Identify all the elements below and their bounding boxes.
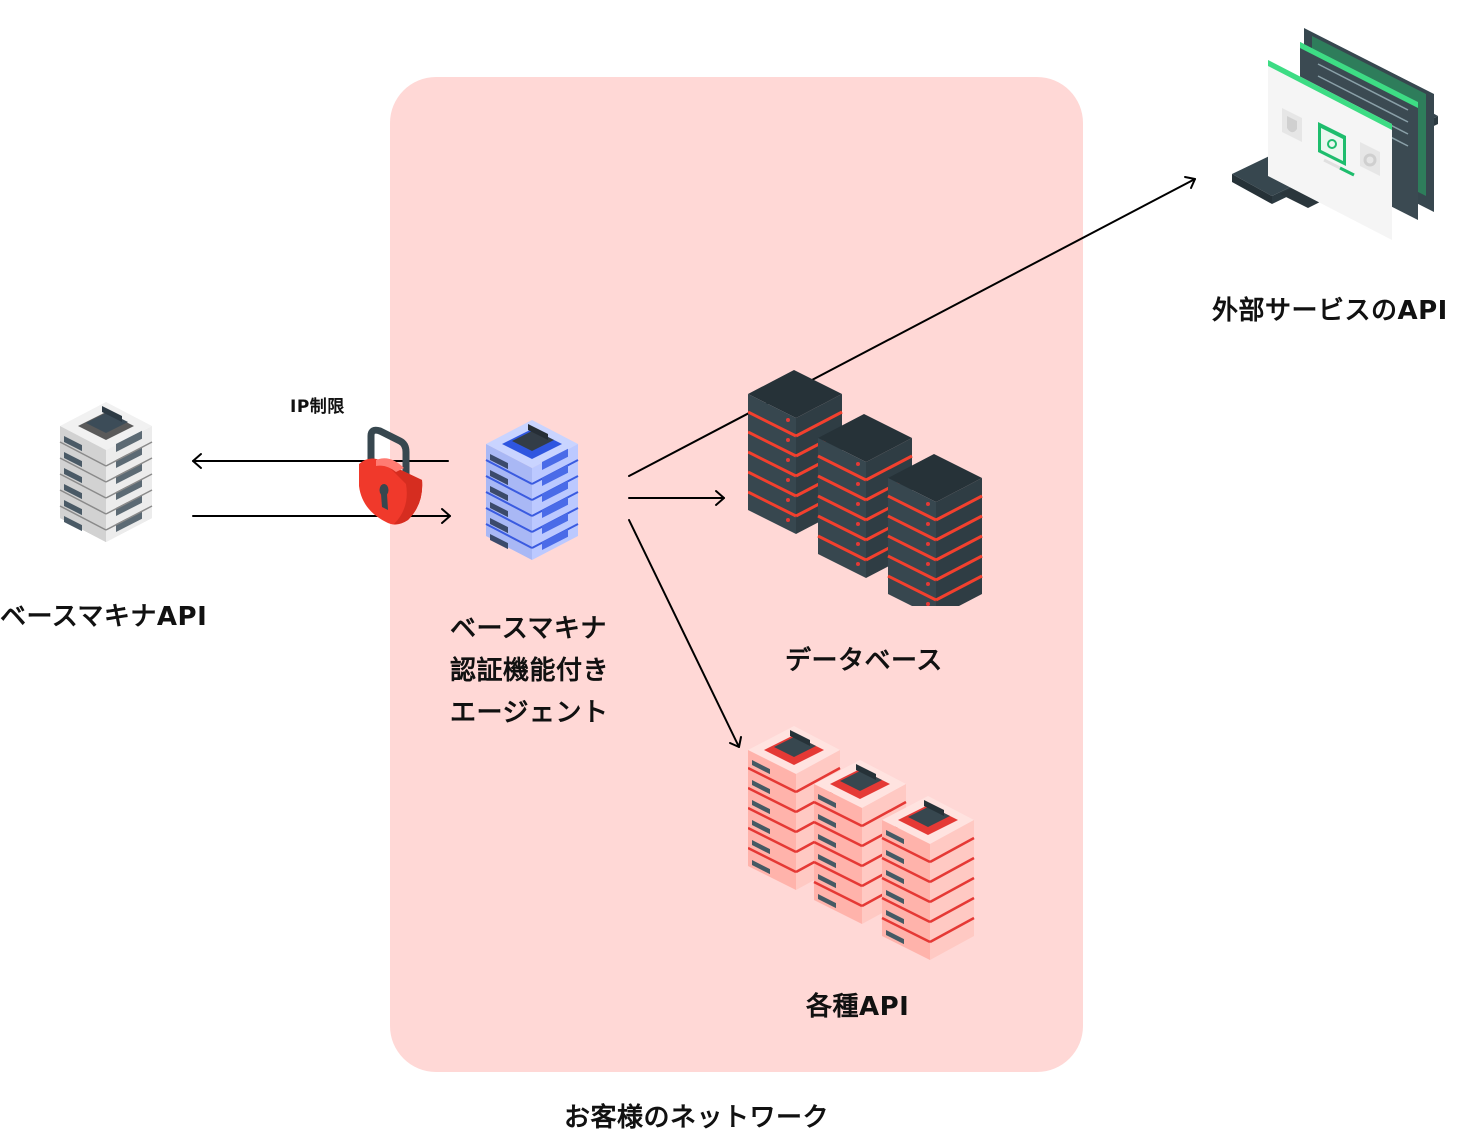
agent-label: ベースマキナ 認証機能付き エージェント bbox=[450, 608, 609, 734]
padlock-icon bbox=[359, 426, 423, 525]
laptop-icon bbox=[1232, 28, 1438, 240]
database-label: データベース bbox=[785, 646, 943, 676]
basemachina-api-label: ベースマキナAPI bbox=[0, 602, 208, 632]
api-servers-icon bbox=[748, 724, 976, 962]
agent-label-line: エージェント bbox=[450, 698, 609, 728]
customer-network-label: お客様のネットワーク bbox=[564, 1103, 830, 1133]
agent-label-line: 認証機能付き bbox=[450, 656, 610, 686]
external-api-label: 外部サービスのAPI bbox=[1212, 296, 1448, 326]
ip-restriction-label: IP制限 bbox=[290, 397, 345, 417]
edge-agent-to-various-api bbox=[628, 519, 742, 748]
various-api-label: 各種API bbox=[806, 992, 910, 1022]
server-stack-icon bbox=[59, 402, 153, 542]
edge-agent-to-database bbox=[628, 490, 725, 506]
edge-agent-to-external-api bbox=[628, 176, 1196, 477]
database-servers-icon bbox=[748, 368, 984, 606]
agent-server-icon bbox=[485, 420, 579, 560]
agent-label-line: ベースマキナ bbox=[450, 614, 607, 644]
